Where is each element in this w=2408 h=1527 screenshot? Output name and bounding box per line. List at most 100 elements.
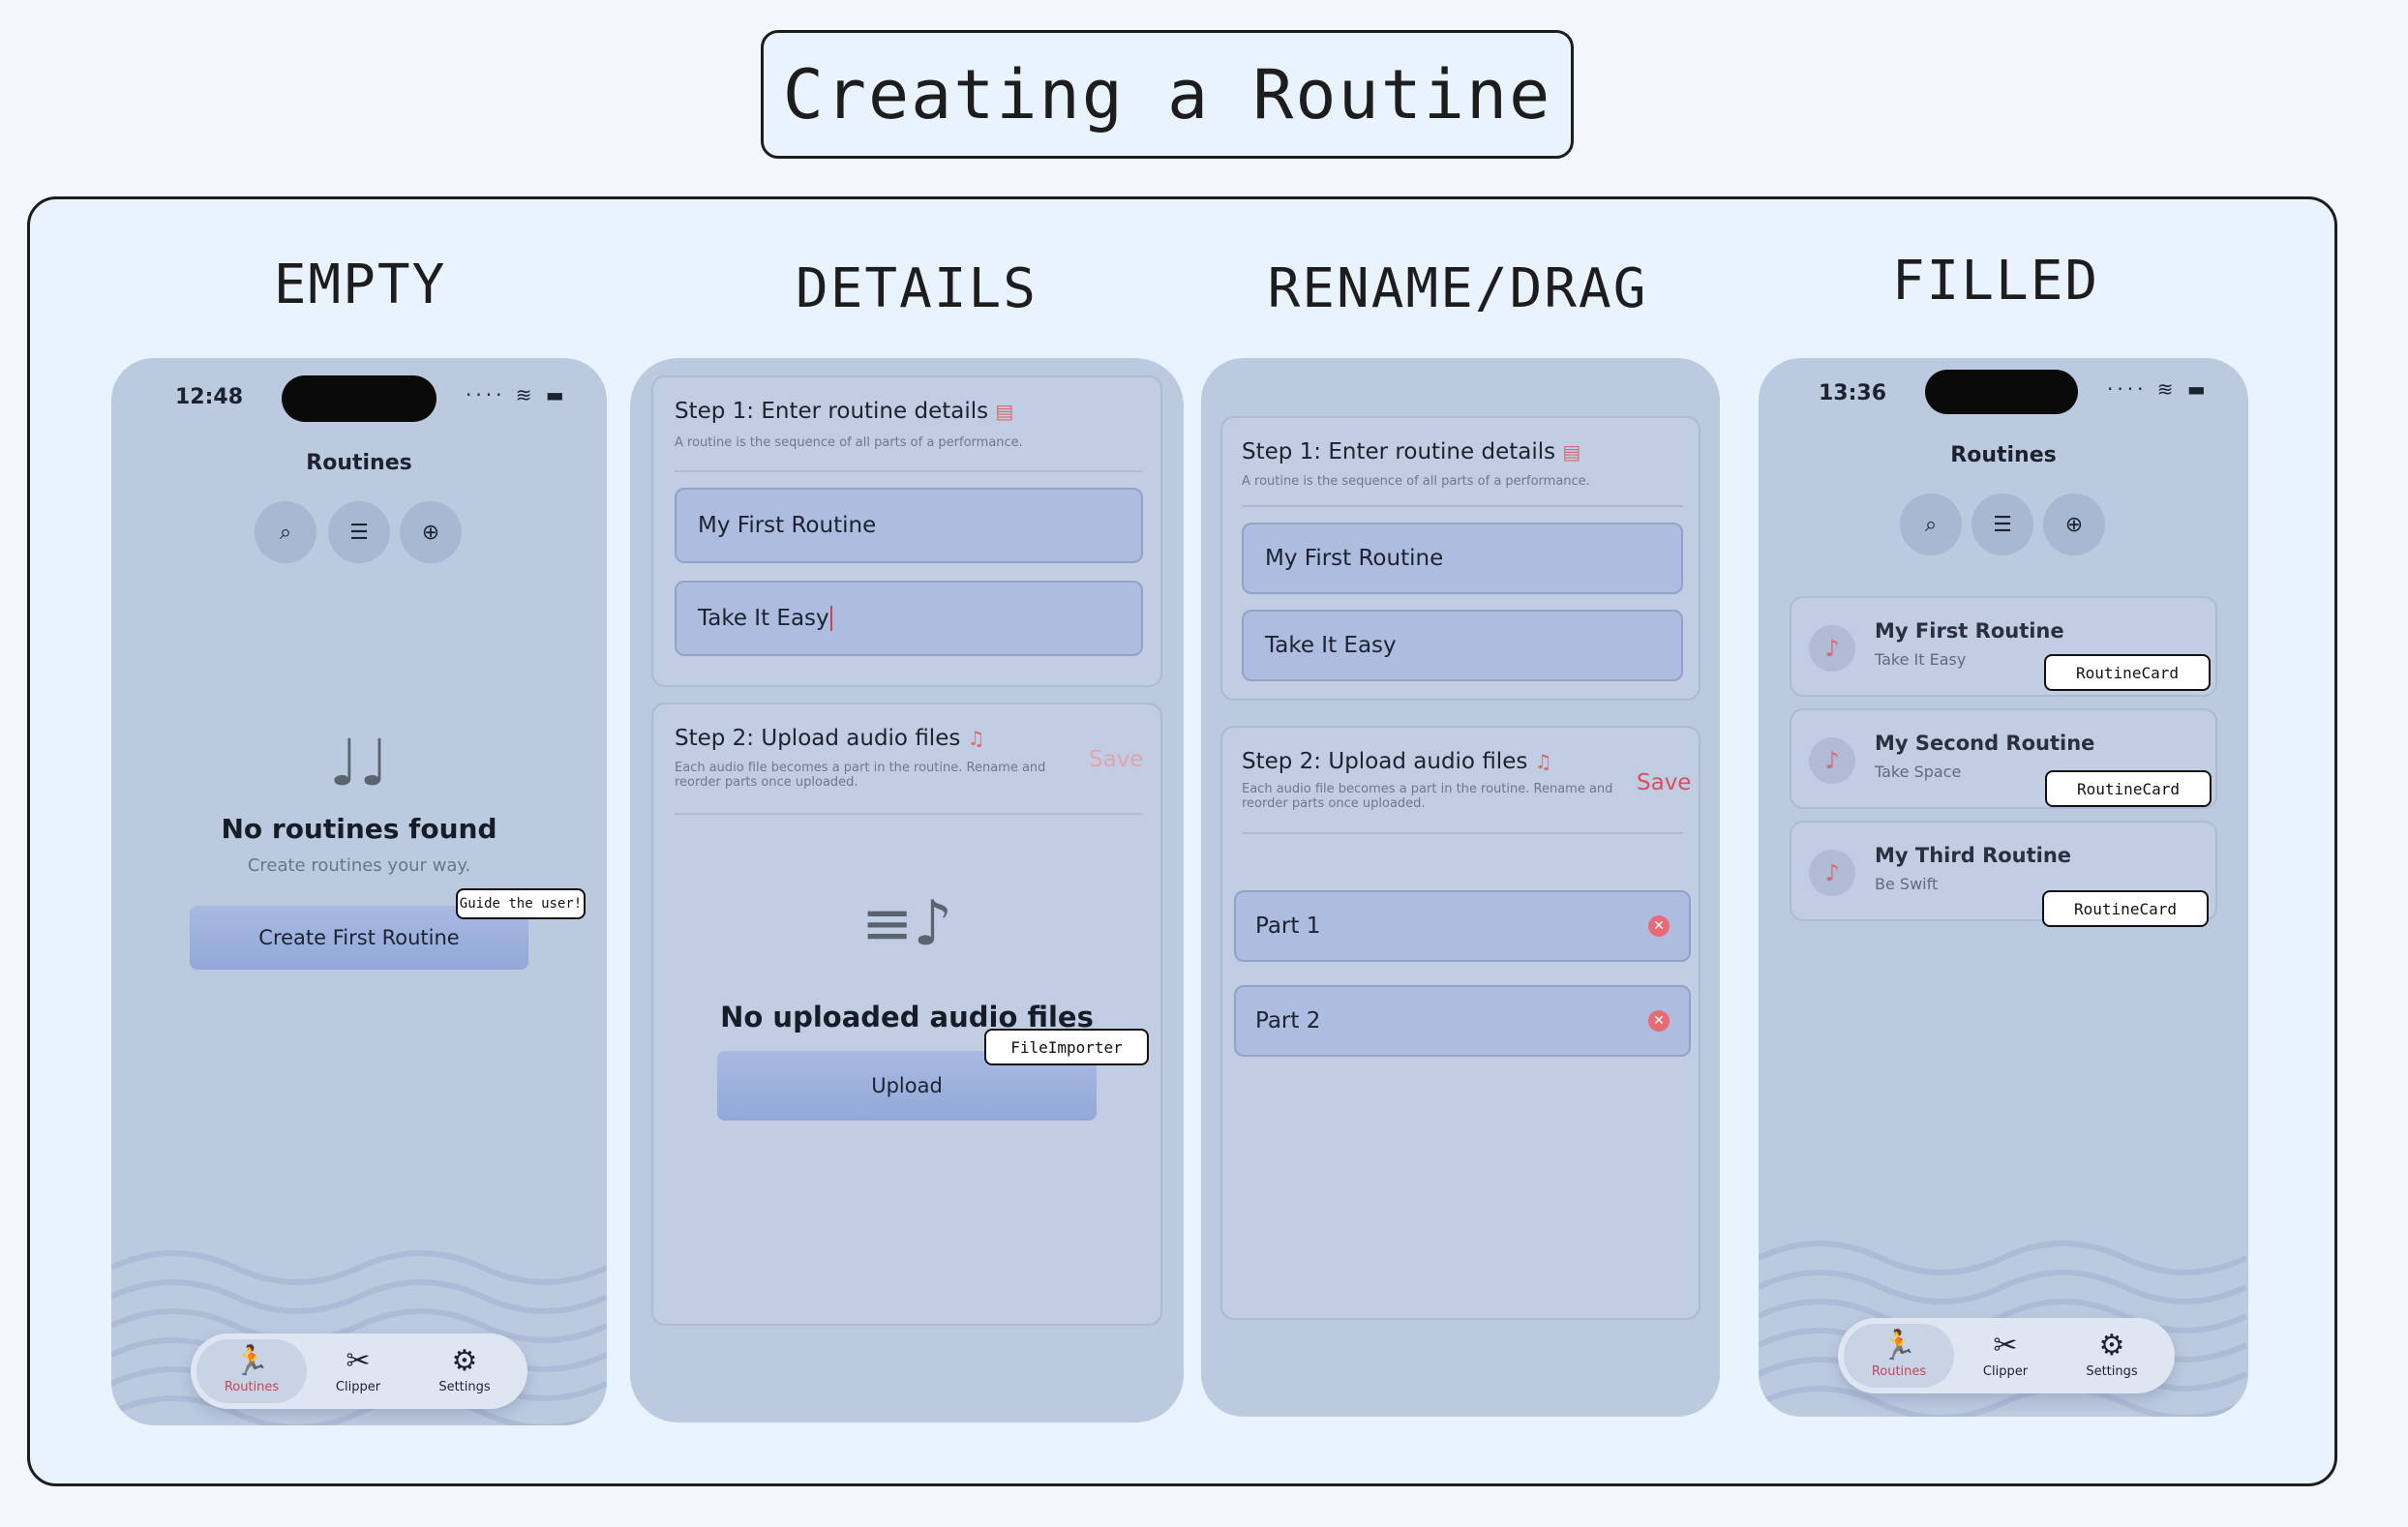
text-caret — [829, 606, 832, 631]
scissors-icon: ✂ — [346, 1344, 371, 1378]
status-icons: ···· ≋ ▬ — [466, 383, 568, 406]
search-icon: ⌕ — [279, 520, 292, 545]
column-label-empty: EMPTY — [273, 254, 447, 316]
step2-subtitle: Each audio file becomes a part in the ro… — [1242, 782, 1613, 811]
gear-icon: ⚙ — [2098, 1329, 2125, 1362]
nav-title: Routines — [1950, 443, 2057, 467]
audio-part-row[interactable]: Part 2 ✕ — [1234, 985, 1691, 1057]
remove-part-icon[interactable]: ✕ — [1648, 1010, 1670, 1032]
step2-subtitle: Each audio file becomes a part in the ro… — [675, 761, 1046, 790]
divider — [1242, 505, 1683, 507]
music-notes-icon: ♩♩ — [328, 726, 390, 800]
dancer-icon: 🏃 — [1881, 1329, 1917, 1362]
tab-bar: 🏃 Routines ✂ Clipper ⚙ Settings — [191, 1333, 527, 1409]
add-routine-button[interactable]: ⊕ — [2043, 494, 2105, 555]
audio-part-row[interactable]: Part 1 ✕ — [1234, 890, 1691, 962]
plus-circle-icon: ⊕ — [421, 520, 440, 545]
audio-list-icon: ♫ — [967, 727, 985, 750]
nav-title: Routines — [306, 451, 412, 475]
save-button[interactable]: Save — [1637, 770, 1692, 795]
page-title-box: Creating a Routine — [761, 30, 1574, 159]
routine-title: My Third Routine — [1875, 844, 2072, 867]
gear-icon: ⚙ — [451, 1344, 478, 1378]
part-name[interactable]: Part 2 — [1255, 1008, 1321, 1033]
dancer-icon: 🏃 — [233, 1344, 270, 1378]
tab-routines[interactable]: 🏃 Routines — [1844, 1324, 1954, 1388]
page-title: Creating a Routine — [782, 54, 1552, 135]
view-toggle-button[interactable]: ☰ — [328, 501, 390, 563]
step2-card: Step 2: Upload audio files ♫ Each audio … — [651, 703, 1162, 1326]
tab-bar: 🏃 Routines ✂ Clipper ⚙ Settings — [1838, 1318, 2175, 1393]
step2-card: Step 2: Upload audio files ♫ Each audio … — [1220, 726, 1701, 1320]
list-icon: ☰ — [349, 520, 369, 545]
routine-subtitle-input[interactable]: Take It Easy — [1242, 610, 1683, 681]
calendar-icon: ▤ — [995, 400, 1014, 423]
tab-label: Clipper — [335, 1380, 381, 1394]
view-toggle-button[interactable]: ☰ — [1972, 494, 2033, 555]
routine-title: My First Routine — [1875, 619, 2064, 643]
step1-subtitle: A routine is the sequence of all parts o… — [675, 435, 1023, 450]
phone-filled: 13:36 ···· ≋ ▬ Routines ⌕ ☰ ⊕ ♪ My First… — [1759, 358, 2248, 1417]
status-time: 12:48 — [175, 385, 244, 409]
empty-heading: No routines found — [221, 813, 497, 845]
routine-subtitle: Take It Easy — [1875, 650, 1967, 669]
callout-routine-card: RoutineCard — [2044, 654, 2211, 691]
divider — [1242, 832, 1683, 834]
tab-clipper[interactable]: ✂ Clipper — [303, 1339, 413, 1403]
tab-settings[interactable]: ⚙ Settings — [409, 1339, 520, 1403]
callout-routine-card: RoutineCard — [2042, 890, 2209, 927]
tab-label: Routines — [1871, 1364, 1927, 1379]
plus-circle-icon: ⊕ — [2064, 512, 2084, 537]
column-label-rename-drag: RENAME/DRAG — [1267, 257, 1648, 320]
tab-clipper[interactable]: ✂ Clipper — [1950, 1324, 2061, 1388]
step1-card: Step 1: Enter routine details ▤ A routin… — [1220, 416, 1701, 701]
search-button[interactable]: ⌕ — [1900, 494, 1962, 555]
phone-empty: 12:48 ···· ≋ ▬ Routines ⌕ ☰ ⊕ ♩♩ No rout… — [111, 358, 607, 1425]
dynamic-island — [282, 375, 436, 422]
part-name[interactable]: Part 1 — [1255, 913, 1321, 939]
routine-title: My Second Routine — [1875, 732, 2095, 755]
routine-name-input[interactable]: My First Routine — [1242, 523, 1683, 594]
column-label-filled: FILLED — [1891, 250, 2100, 313]
tab-routines[interactable]: 🏃 Routines — [196, 1339, 307, 1403]
no-audio-heading: No uploaded audio files — [720, 1001, 1094, 1033]
empty-subtext: Create routines your way. — [247, 855, 471, 876]
audio-list-icon: ≡♪ — [860, 888, 953, 960]
save-button[interactable]: Save — [1089, 747, 1144, 772]
tab-label: Settings — [2086, 1364, 2138, 1379]
step2-title: Step 2: Upload audio files ♫ — [1242, 749, 1552, 774]
music-note-icon: ♪ — [1809, 737, 1855, 784]
routine-subtitle-input[interactable]: Take It Easy — [675, 581, 1143, 656]
remove-part-icon[interactable]: ✕ — [1648, 915, 1670, 937]
routine-subtitle: Be Swift — [1875, 875, 1939, 893]
step1-card: Step 1: Enter routine details ▤ A routin… — [651, 375, 1162, 687]
search-icon: ⌕ — [1924, 512, 1938, 537]
callout-file-importer: FileImporter — [984, 1029, 1149, 1065]
step2-title: Step 2: Upload audio files ♫ — [675, 726, 985, 751]
step1-title: Step 1: Enter routine details ▤ — [1242, 439, 1581, 464]
list-icon: ☰ — [1993, 512, 2012, 537]
step1-title: Step 1: Enter routine details ▤ — [675, 399, 1014, 424]
callout-routine-card: RoutineCard — [2045, 770, 2212, 807]
search-button[interactable]: ⌕ — [255, 501, 316, 563]
step1-subtitle: A routine is the sequence of all parts o… — [1242, 474, 1590, 489]
scissors-icon: ✂ — [1993, 1329, 2018, 1362]
tab-label: Clipper — [1982, 1364, 2029, 1379]
tab-settings[interactable]: ⚙ Settings — [2057, 1324, 2167, 1388]
status-icons: ···· ≋ ▬ — [2107, 377, 2210, 401]
routine-name-input[interactable]: My First Routine — [675, 488, 1143, 563]
phone-details: Step 1: Enter routine details ▤ A routin… — [630, 358, 1184, 1422]
status-time: 13:36 — [1819, 381, 1887, 405]
music-note-icon: ♪ — [1809, 850, 1855, 896]
add-routine-button[interactable]: ⊕ — [400, 501, 462, 563]
column-label-details: DETAILS — [795, 257, 1038, 320]
callout-guide-user: Guide the user! — [456, 888, 586, 919]
tab-label: Settings — [438, 1380, 491, 1394]
phone-rename-drag: Step 1: Enter routine details ▤ A routin… — [1201, 358, 1720, 1417]
music-note-icon: ♪ — [1809, 625, 1855, 672]
divider — [675, 813, 1143, 815]
audio-list-icon: ♫ — [1534, 750, 1552, 773]
routine-subtitle: Take Space — [1875, 763, 1962, 781]
tab-label: Routines — [224, 1380, 280, 1394]
divider — [675, 470, 1143, 472]
